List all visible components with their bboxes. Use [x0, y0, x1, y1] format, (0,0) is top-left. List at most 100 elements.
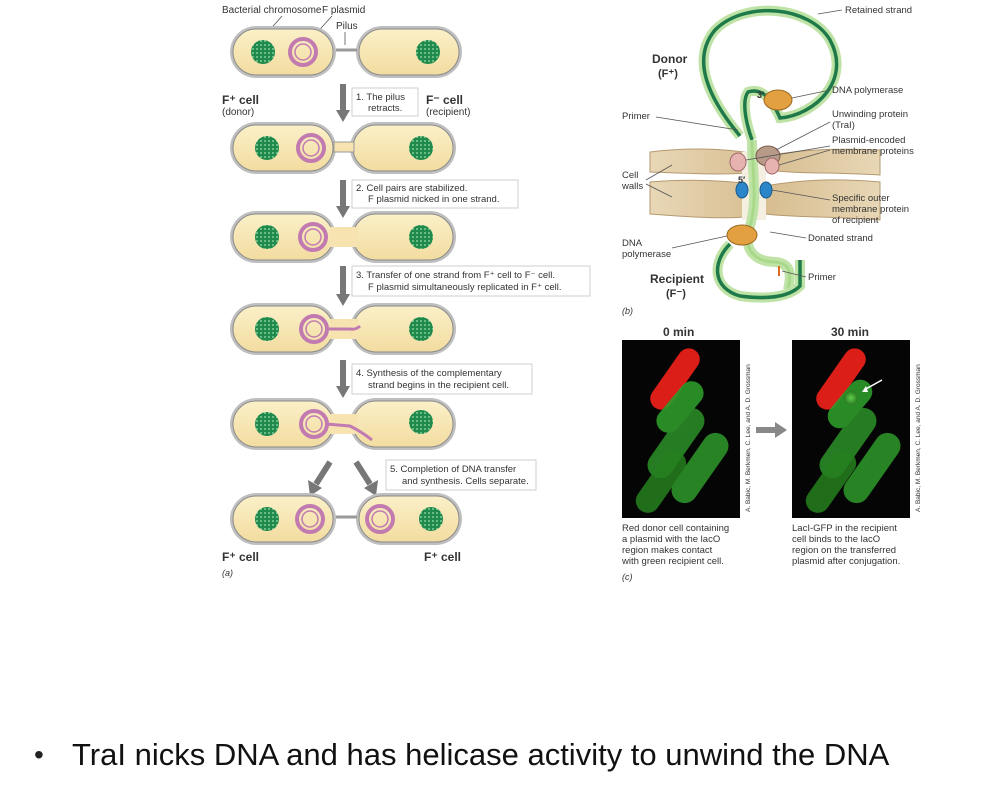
primer-left-label: Primer	[622, 111, 650, 122]
recipient-strand-line	[715, 242, 802, 300]
arrow-down-icon	[336, 386, 350, 398]
caption-right-4: plasmid after conjugation.	[792, 556, 900, 567]
chromosome-icon	[409, 225, 433, 249]
micrograph-30-min	[792, 340, 910, 518]
plasmid-icon	[295, 504, 325, 534]
cell-pair-row-1	[229, 25, 463, 79]
photo-credit-right: A. Babic, M. Berkmen, C. Lee, and A. D. …	[915, 364, 922, 512]
step-4-line-2: strand begins in the recipient cell.	[368, 380, 509, 391]
arrow-down-icon	[336, 110, 350, 122]
step-3-line-1: 3. Transfer of one strand from F⁺ cell t…	[356, 270, 555, 281]
five-prime-label: 5′	[738, 175, 745, 185]
cell-pair-row-5	[229, 397, 457, 451]
retained-strand-label: Retained strand	[845, 5, 912, 16]
plasmid-icon	[298, 222, 328, 252]
arrow-diagonal-icon	[308, 480, 322, 496]
dna-polymerase-bottom-icon	[726, 224, 758, 246]
donor-sub-label: (F⁺)	[658, 68, 678, 80]
outer-membrane-protein-right-icon	[759, 181, 773, 199]
chromosome-icon	[255, 317, 279, 341]
arrow-diagonal-icon	[364, 480, 378, 496]
cell-walls-label-1: Cell	[622, 170, 638, 181]
time-right-label: 30 min	[831, 325, 869, 339]
final-right-label: F⁺ cell	[424, 550, 461, 564]
label-f-plasmid: F plasmid	[322, 5, 365, 16]
step-5-line-2: and synthesis. Cells separate.	[402, 476, 529, 487]
primer-right-label: Primer	[808, 272, 836, 283]
cell-pair-row-4	[229, 302, 457, 356]
step-1-box	[351, 87, 419, 117]
step-2-line-1: 2. Cell pairs are stabilized.	[356, 183, 467, 194]
donor-label: Donor	[652, 52, 688, 66]
dna-polymerase-bottom-label-1: DNA	[622, 238, 643, 249]
final-left-label: F⁺ cell	[222, 550, 259, 564]
cell-pair-row-3	[229, 210, 457, 264]
cell-pair-row-2	[229, 121, 457, 175]
step-4-box	[351, 363, 533, 395]
step-5-line-1: 5. Completion of DNA transfer	[390, 464, 516, 475]
plasmid-membrane-label-1: Plasmid-encoded	[832, 135, 905, 146]
pointer-arrow-icon	[863, 379, 883, 391]
step-3-line-2: F plasmid simultaneously replicated in F…	[368, 282, 562, 293]
dna-polymerase-top-icon	[763, 89, 793, 111]
photo-credit-left: A. Babic, M. Berkmen, C. Lee, and A. D. …	[745, 364, 752, 512]
chromosome-icon	[409, 136, 433, 160]
retained-strand-line	[701, 8, 839, 141]
panel-b-letter: (b)	[622, 306, 633, 316]
donor-title: F⁺ cell	[222, 93, 259, 107]
donor-sub: (donor)	[222, 107, 254, 118]
cell-pair-row-6	[229, 492, 463, 546]
recipient-sub-label: (F⁻)	[666, 288, 686, 300]
step-4-line-1: 4. Synthesis of the complementary	[356, 368, 502, 379]
caption-left-3: region makes contact	[622, 545, 713, 556]
panel-c: 0 min 30 min A. Babic, M. Berkmen, C. Le…	[621, 325, 922, 582]
chromosome-icon	[251, 40, 275, 64]
donor-plasmid-outer	[698, 5, 842, 142]
arrow-right-icon	[775, 422, 787, 438]
time-left-label: 0 min	[663, 325, 694, 339]
membrane-protein-left-icon	[729, 152, 747, 172]
panel-b: Donor (F⁺) Retained strand 3′ DNA polyme…	[621, 5, 914, 316]
dna-polymerase-top-label: DNA polymerase	[832, 85, 903, 96]
arrow-down-icon	[336, 206, 350, 218]
slide-bullet: • TraI nicks DNA and has helicase activi…	[34, 727, 984, 783]
separate-arrows	[308, 460, 378, 496]
caption-right-2: cell binds to the lacO	[792, 534, 880, 545]
label-bacterial-chromosome: Bacterial chromosome	[222, 5, 322, 16]
gfp-focus-icon	[844, 391, 858, 405]
step-2-box	[351, 179, 519, 209]
chromosome-icon	[255, 412, 279, 436]
unwinding-label-1: Unwinding protein	[832, 109, 908, 120]
chromosome-icon	[409, 410, 433, 434]
chromosome-icon	[255, 507, 279, 531]
caption-right-1: LacI-GFP in the recipient	[792, 523, 897, 534]
step-3-box	[351, 265, 591, 297]
membrane-protein-right-icon	[764, 157, 780, 175]
transferred-strand	[326, 324, 362, 331]
caption-left-2: a plasmid with the lacO	[622, 534, 720, 545]
caption-right-3: region on the transferred	[792, 545, 896, 556]
chromosome-icon	[409, 317, 433, 341]
panel-c-letter: (c)	[622, 572, 633, 582]
arrow-down-icon	[336, 294, 350, 306]
recipient-label: Recipient	[650, 272, 704, 286]
three-prime-label: 3′	[757, 90, 764, 100]
step-1-line-1: 1. The pilus	[356, 92, 405, 103]
step-2-line-2: F plasmid nicked in one strand.	[368, 194, 499, 205]
outer-membrane-protein-left-icon	[735, 181, 749, 199]
chromosome-icon	[255, 225, 279, 249]
bullet-text: TraI nicks DNA and has helicase activity…	[72, 737, 890, 772]
specific-outer-label-3: of recipient	[832, 215, 879, 226]
label-pilus: Pilus	[336, 21, 358, 32]
arrow-shaft	[340, 266, 346, 296]
arrow-shaft	[340, 360, 346, 388]
specific-outer-label-2: membrane protein	[832, 204, 909, 215]
caption-left-4: with green recipient cell.	[621, 556, 724, 567]
transferred-strand	[325, 422, 373, 442]
chromosome-icon	[255, 136, 279, 160]
plasmid-icon	[365, 504, 395, 534]
donated-strand-label: Donated strand	[808, 233, 873, 244]
plasmid-icon	[288, 37, 318, 67]
primer-mark-icon	[778, 266, 780, 276]
